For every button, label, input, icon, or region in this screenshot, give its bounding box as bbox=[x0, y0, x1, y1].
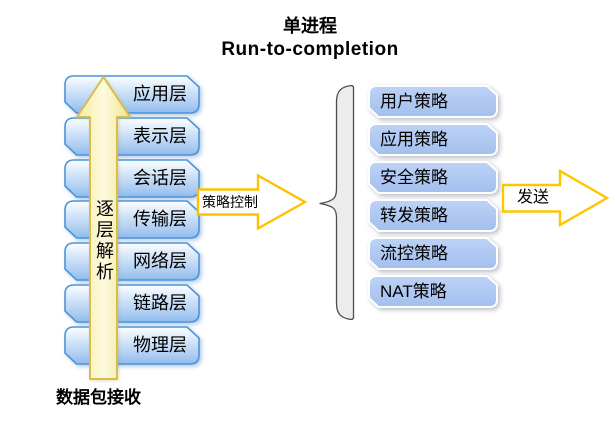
policy-label: 流控策略 bbox=[380, 244, 448, 263]
policy-box-nat: NAT策略 bbox=[368, 275, 498, 308]
grouping-brace bbox=[314, 84, 356, 321]
title-line-en: Run-to-completion bbox=[221, 38, 399, 60]
policy-label: 转发策略 bbox=[380, 206, 448, 225]
diagram-title: 单进程 Run-to-completion bbox=[140, 15, 480, 61]
osi-layer-box-presentation: 表示层 bbox=[64, 117, 200, 156]
policy-box-user: 用户策略 bbox=[368, 85, 498, 118]
policy-control-label: 策略控制 bbox=[202, 194, 258, 210]
osi-layer-box-link: 链路层 bbox=[64, 284, 200, 323]
send-label: 发送 bbox=[516, 189, 549, 206]
policy-box-forwarding: 转发策略 bbox=[368, 199, 498, 232]
policy-box-flow-control: 流控策略 bbox=[368, 237, 498, 270]
policy-label: 用户策略 bbox=[380, 92, 448, 111]
osi-layer-label: 链路层 bbox=[133, 293, 187, 313]
policy-label: 安全策略 bbox=[380, 168, 448, 187]
osi-layer-label: 表示层 bbox=[133, 126, 187, 146]
osi-layer-label: 物理层 bbox=[133, 335, 187, 355]
osi-layer-box-session: 会话层 bbox=[64, 159, 200, 198]
up-arrow-icon bbox=[76, 76, 131, 380]
right-arrow-icon bbox=[196, 173, 308, 231]
osi-layer-box-network: 网络层 bbox=[64, 242, 200, 281]
parse-direction-label: 逐层解析 bbox=[94, 199, 114, 283]
policy-label: 应用策略 bbox=[380, 130, 448, 149]
osi-layer-box-physical: 物理层 bbox=[64, 326, 200, 365]
osi-layer-label: 网络层 bbox=[133, 251, 187, 271]
osi-layer-label: 传输层 bbox=[133, 209, 187, 229]
right-arrow-icon bbox=[501, 168, 610, 228]
osi-layer-label: 应用层 bbox=[133, 84, 187, 104]
left-brace-icon bbox=[319, 84, 355, 321]
policy-box-security: 安全策略 bbox=[368, 161, 498, 194]
upward-parse-arrow bbox=[74, 75, 132, 381]
policy-box-application: 应用策略 bbox=[368, 123, 498, 156]
policy-label: NAT策略 bbox=[380, 282, 447, 301]
osi-layer-box-transport: 传输层 bbox=[64, 200, 200, 239]
policy-control-arrow: 策略控制 bbox=[196, 173, 308, 231]
packet-receive-label: 数据包接收 bbox=[56, 388, 141, 407]
send-arrow: 发送 bbox=[500, 168, 610, 228]
title-line-cn: 单进程 bbox=[283, 16, 337, 36]
osi-layer-box-application: 应用层 bbox=[64, 75, 200, 114]
osi-layer-label: 会话层 bbox=[133, 168, 187, 188]
